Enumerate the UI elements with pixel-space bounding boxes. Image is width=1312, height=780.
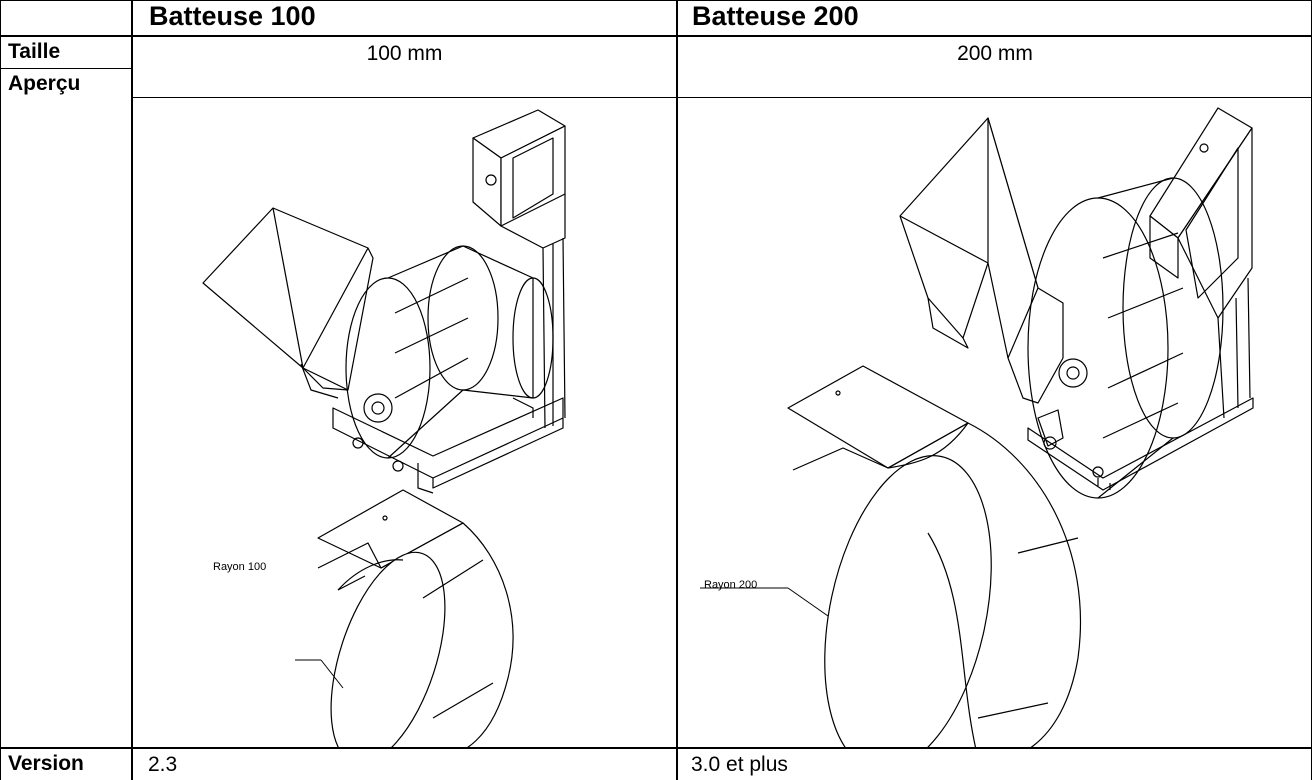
callout-rayon-100: Rayon 100	[213, 561, 267, 573]
callout-rayon-200: Rayon 200	[704, 579, 758, 591]
row-divider-size	[0, 68, 132, 69]
header-batteuse-100: Batteuse 100	[149, 1, 316, 31]
hopper-drawing	[203, 208, 373, 398]
row-label-version: Version	[8, 752, 84, 775]
frame-drawing	[333, 398, 563, 493]
control-panel-drawing	[473, 98, 565, 428]
col-divider-2	[676, 0, 678, 780]
row-divider-header	[0, 35, 1312, 37]
batteuse-200-drawing	[678, 98, 1312, 747]
control-panel-drawing	[1150, 108, 1252, 418]
table-border-left	[0, 0, 1, 780]
version-value-100: 2.3	[148, 753, 178, 776]
sheet-ring-drawing	[700, 366, 1080, 747]
header-batteuse-200: Batteuse 200	[692, 1, 859, 31]
size-value-200: 200 mm	[957, 42, 1033, 65]
sheet-ring-drawing	[295, 490, 513, 747]
row-label-preview: Aperçu	[8, 72, 81, 95]
col-divider-1	[131, 0, 133, 780]
size-value-100: 100 mm	[366, 42, 443, 65]
row-divider-preview	[0, 747, 1312, 749]
version-value-200: 3.0 et plus	[691, 753, 788, 776]
row-divider-size-mid	[132, 97, 676, 98]
hopper-drawing	[900, 118, 1063, 403]
row-label-size: Taille	[8, 40, 61, 63]
batteuse-100-drawing	[133, 98, 676, 747]
table-border-top	[0, 0, 1312, 1]
frame-drawing	[1028, 398, 1253, 490]
drum-drawing	[346, 246, 553, 458]
row-divider-size-right	[676, 97, 1312, 98]
